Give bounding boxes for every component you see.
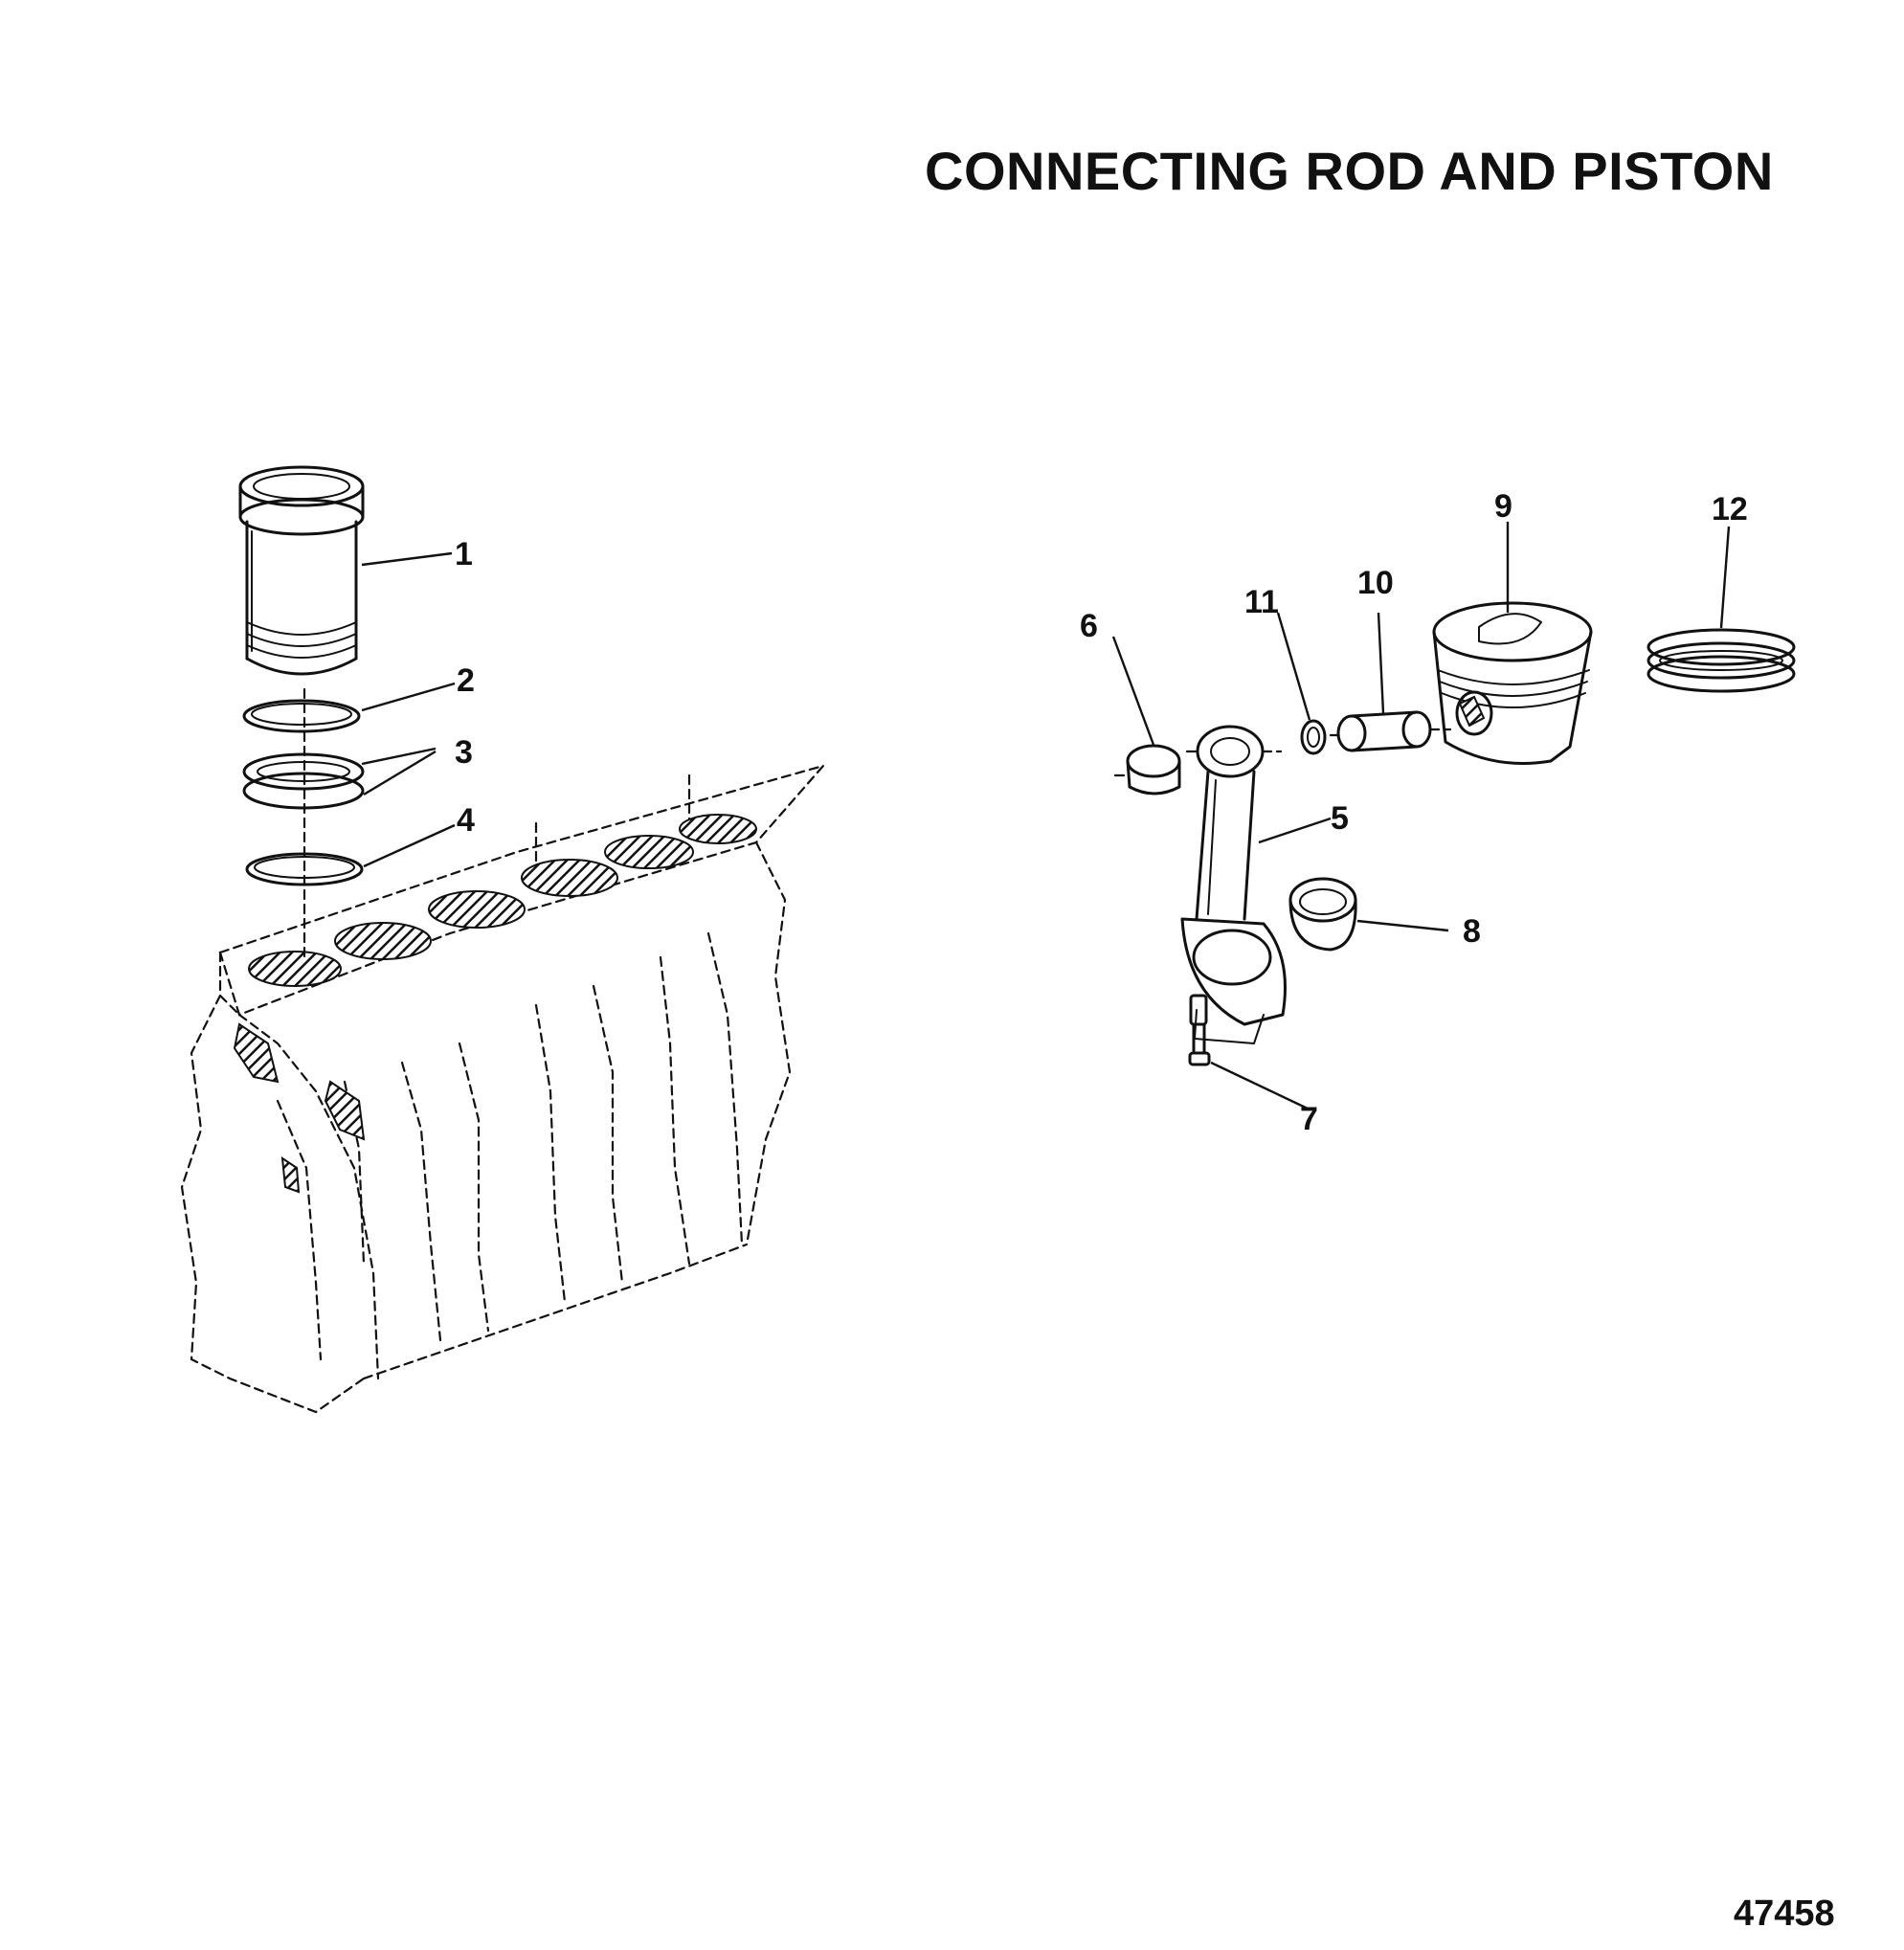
liner-seal-rings-3 <box>242 752 365 810</box>
figure-number: 47458 <box>1734 1894 1835 1934</box>
callout-10: 10 <box>1357 565 1394 601</box>
callout-5: 5 <box>1331 800 1349 837</box>
rod-bearing-shell-drawing <box>1288 877 1357 952</box>
piston-ring-set-drawing <box>1646 628 1796 693</box>
callout-6: 6 <box>1080 608 1098 644</box>
rod-bolt-drawing <box>1188 994 1211 1066</box>
connecting-rod-drawing <box>1180 725 1287 1044</box>
callout-9: 9 <box>1494 488 1512 525</box>
callout-7: 7 <box>1300 1101 1318 1137</box>
piston-pin-drawing <box>1329 710 1452 752</box>
callout-8: 8 <box>1463 913 1481 950</box>
liner-seal-ring-4 <box>245 852 364 886</box>
callout-11: 11 <box>1244 584 1279 620</box>
liner-seal-ring-2 <box>242 699 361 733</box>
pin-retainer-drawing <box>1300 719 1327 755</box>
leader-lines <box>361 522 1731 1110</box>
callout-2: 2 <box>457 662 475 699</box>
cylinder-liner-drawing <box>238 465 365 676</box>
piston-drawing <box>1432 601 1593 765</box>
callout-3: 3 <box>455 734 473 771</box>
rod-bushing-drawing <box>1113 744 1181 796</box>
callout-4: 4 <box>457 802 475 839</box>
callout-1: 1 <box>455 536 473 572</box>
callout-12: 12 <box>1712 491 1748 527</box>
page-title: CONNECTING ROD AND PISTON <box>925 141 1774 201</box>
engine-block-drawing <box>180 687 827 1414</box>
